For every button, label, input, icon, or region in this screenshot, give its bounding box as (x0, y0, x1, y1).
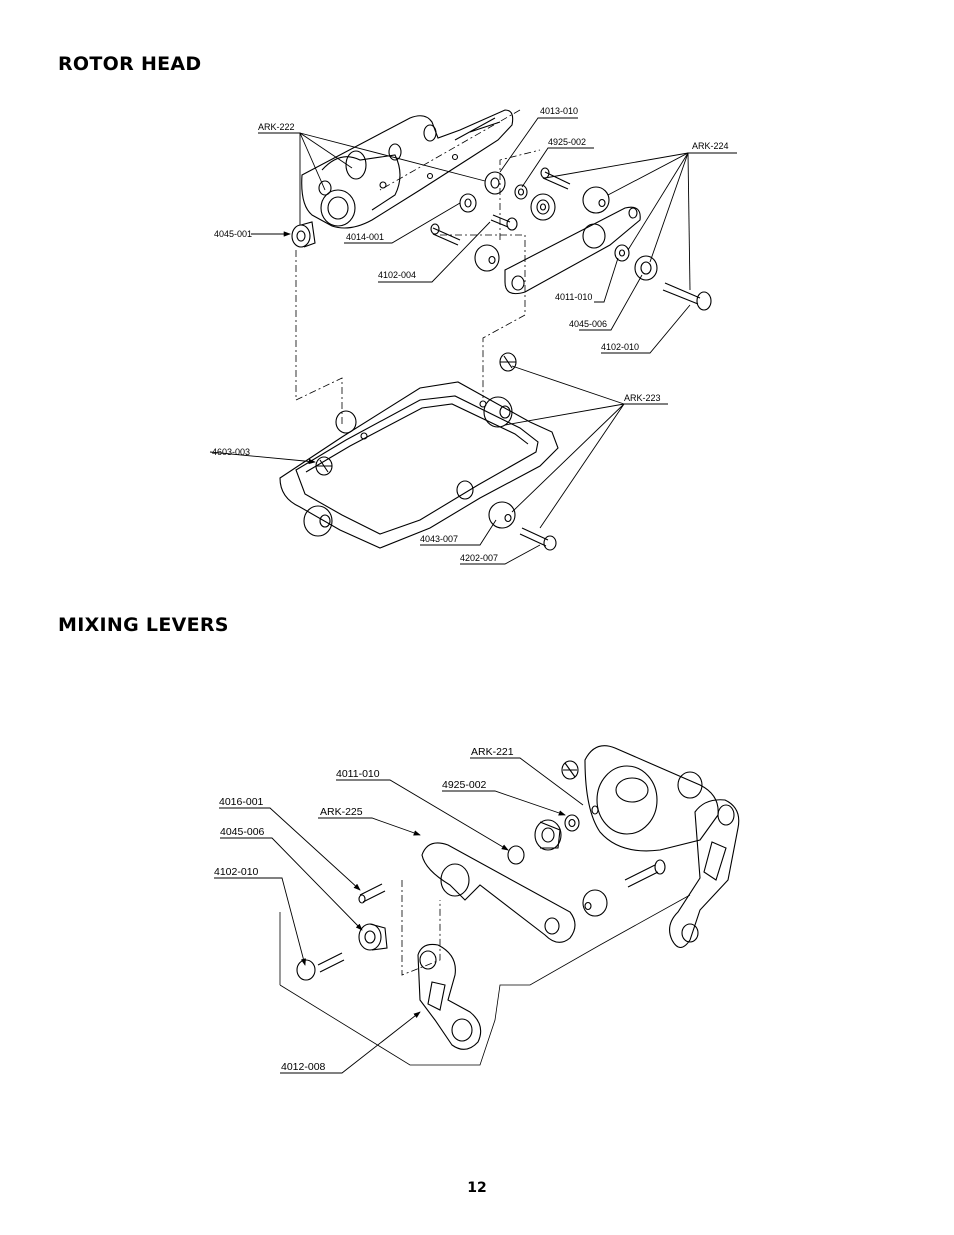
flybar-frame (279, 381, 559, 549)
rotor-head-diagram (209, 109, 737, 565)
label-4603-003: 4603-003 (212, 447, 250, 457)
bearing-4045-006 (634, 255, 658, 281)
label-4045-001: 4045-001 (214, 229, 252, 239)
ball-mixing (582, 889, 608, 917)
label-4102-010: 4102-010 (214, 866, 259, 878)
mixing-leader-lines (214, 757, 584, 1074)
label-ark-225: ARK-225 (320, 806, 363, 818)
setscrew-upper (499, 352, 517, 372)
rotor-head-labels: ARK-222 4013-010 4925-002 ARK-224 4045-0… (212, 106, 729, 563)
rotor-leader-lines (209, 117, 737, 565)
label-ark-222: ARK-222 (258, 122, 295, 132)
screw-mixing (624, 859, 666, 888)
label-4925-002: 4925-002 (442, 779, 487, 791)
mixing-levers-diagram (214, 745, 740, 1074)
page-number: 12 (467, 1180, 487, 1196)
rotor-hub (301, 109, 514, 229)
screw-4102-010 (662, 282, 712, 311)
label-4102-010: 4102-010 (601, 342, 639, 352)
ball-4043-007 (488, 501, 516, 529)
bearing-4045-006 (358, 923, 388, 951)
mixing-lever-4012-008 (417, 943, 482, 1050)
spacer-4011-010 (614, 244, 630, 262)
label-4012-008: 4012-008 (281, 1061, 326, 1073)
label-ark-221: ARK-221 (471, 746, 514, 758)
label-4011-010: 4011-010 (336, 768, 380, 780)
lever-ark-225 (421, 842, 576, 943)
label-4045-006: 4045-006 (569, 319, 607, 329)
rotor-head-title: ROTOR HEAD (58, 53, 202, 75)
assembly-dashed-lines (295, 109, 541, 425)
mixing-levers-labels: ARK-221 4011-010 4925-002 4016-001 ARK-2… (214, 746, 514, 1073)
label-4102-004: 4102-004 (378, 270, 416, 280)
label-4013-010: 4013-010 (540, 106, 578, 116)
label-ark-224: ARK-224 (692, 141, 729, 151)
screw-4202-007 (519, 527, 557, 551)
seesaw-arm (504, 206, 641, 295)
bearing-4045-001 (291, 221, 316, 248)
screw-4102-004 (430, 223, 461, 246)
screw-center (490, 214, 518, 231)
label-4014-001: 4014-001 (346, 232, 384, 242)
screw-4102-010 (296, 952, 345, 981)
label-4925-002: 4925-002 (548, 137, 586, 147)
ball-upper-left (474, 244, 500, 272)
mixing-outline (279, 880, 691, 1066)
label-4045-006: 4045-006 (220, 826, 265, 838)
label-4043-007: 4043-007 (420, 534, 458, 544)
label-4011-010: 4011-010 (555, 292, 592, 302)
label-ark-223: ARK-223 (624, 393, 661, 403)
label-4202-007: 4202-007 (460, 553, 498, 563)
mixing-lever-right (669, 799, 740, 949)
setscrew-4603-003 (315, 456, 333, 476)
spacer-4011-010 (507, 845, 525, 865)
washer-4925-002 (514, 184, 528, 200)
spacer-4014-001 (459, 193, 477, 213)
ball-upper-right (582, 186, 610, 214)
mixing-levers-title: MIXING LEVERS (58, 614, 229, 636)
screw-upper-right (540, 167, 571, 190)
bearing-ark-221 (534, 819, 562, 851)
washer-4925-002 (564, 814, 580, 832)
label-4016-001: 4016-001 (219, 796, 264, 808)
mixing-hub (561, 745, 719, 852)
ball-4013-010 (484, 171, 506, 195)
pin-4016-001 (358, 883, 386, 904)
bearing-center (530, 193, 556, 221)
